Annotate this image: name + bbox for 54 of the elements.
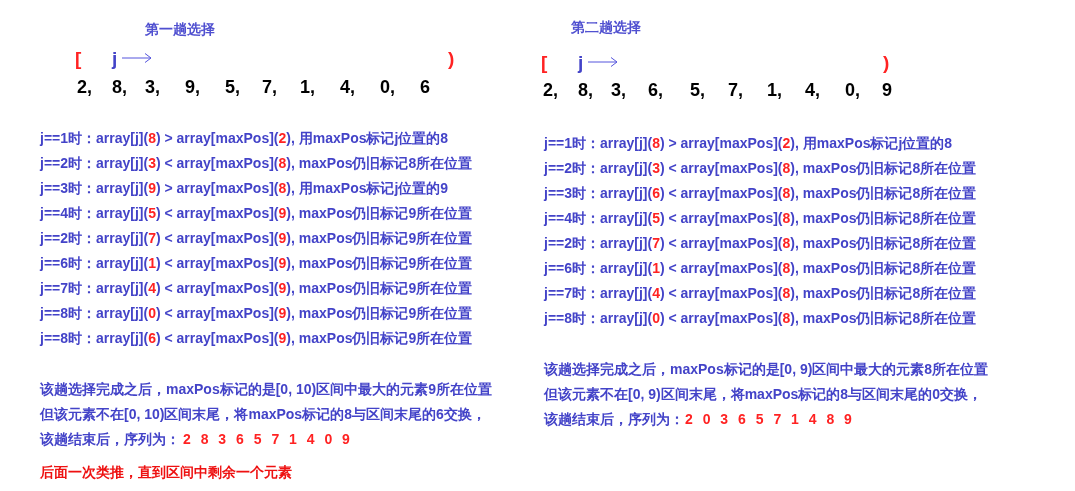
interval-bracket: ) bbox=[448, 46, 455, 70]
array-value: 7, bbox=[728, 79, 743, 101]
comparison-step: j==4时：array[j](5) < array[maxPos](8), maxPos仍旧标记8所在位置 bbox=[544, 209, 977, 227]
index-label: j bbox=[112, 46, 118, 70]
comparison-step: j==8时：array[j](0) < array[maxPos](9), maxPos仍旧标记9所在位置 bbox=[40, 304, 473, 322]
summary-text: 该趟选择完成之后，maxPos标记的是[0, 10)区间中最大的元素9所在位置 bbox=[40, 380, 492, 398]
array-value: 6 bbox=[420, 76, 430, 98]
array-value: 4, bbox=[340, 76, 355, 98]
comparison-step: j==7时：array[j](4) < array[maxPos](8), maxPos仍旧标记8所在位置 bbox=[544, 284, 977, 302]
interval-bracket: [ bbox=[541, 50, 548, 74]
array-value: 6, bbox=[648, 79, 663, 101]
comparison-step: j==2时：array[j](3) < array[maxPos](8), maxPos仍旧标记8所在位置 bbox=[544, 159, 977, 177]
array-value: 9, bbox=[185, 76, 200, 98]
array-value: 1, bbox=[767, 79, 782, 101]
interval-bracket: [ bbox=[75, 46, 82, 70]
comparison-step: j==7时：array[j](4) < array[maxPos](9), maxPos仍旧标记9所在位置 bbox=[40, 279, 473, 297]
comparison-step: j==4时：array[j](5) < array[maxPos](9), maxPos仍旧标记9所在位置 bbox=[40, 204, 473, 222]
array-value: 8, bbox=[578, 79, 593, 101]
array-value: 3, bbox=[611, 79, 626, 101]
array-value: 3, bbox=[145, 76, 160, 98]
comparison-step: j==3时：array[j](6) < array[maxPos](8), maxPos仍旧标记8所在位置 bbox=[544, 184, 977, 202]
pass-title: 第一趟选择 bbox=[145, 20, 215, 38]
comparison-step: j==6时：array[j](1) < array[maxPos](8), maxPos仍旧标记8所在位置 bbox=[544, 259, 977, 277]
array-value: 7, bbox=[262, 76, 277, 98]
summary-text: 但该元素不在[0, 9)区间末尾，将maxPos标记的8与区间末尾的0交换， bbox=[544, 385, 982, 403]
comparison-step: j==2时：array[j](7) < array[maxPos](8), maxPos仍旧标记8所在位置 bbox=[544, 234, 977, 252]
comparison-step: j==6时：array[j](1) < array[maxPos](9), maxPos仍旧标记9所在位置 bbox=[40, 254, 473, 272]
comparison-step: j==1时：array[j](8) > array[maxPos](2), 用maxPos标记j位置的8 bbox=[544, 134, 953, 152]
interval-bracket: ) bbox=[883, 50, 890, 74]
summary-text: 该趟选择完成之后，maxPos标记的是[0, 9)区间中最大的元素8所在位置 bbox=[544, 360, 989, 378]
comparison-step: j==3时：array[j](9) > array[maxPos](8), 用maxPos标记j位置的9 bbox=[40, 179, 449, 197]
comparison-step: j==2时：array[j](3) < array[maxPos](8), maxPos仍旧标记8所在位置 bbox=[40, 154, 473, 172]
index-label: j bbox=[578, 50, 584, 74]
array-value: 0, bbox=[380, 76, 395, 98]
array-value: 2, bbox=[543, 79, 558, 101]
array-value: 5, bbox=[690, 79, 705, 101]
summary-text: 该趟结束后，序列为： bbox=[40, 430, 180, 448]
array-value: 5, bbox=[225, 76, 240, 98]
comparison-step: j==2时：array[j](7) < array[maxPos](9), maxPos仍旧标记9所在位置 bbox=[40, 229, 473, 247]
result-sequence: 2 0 3 6 5 7 1 4 8 9 bbox=[685, 410, 852, 428]
comparison-step: j==8时：array[j](0) < array[maxPos](8), maxPos仍旧标记8所在位置 bbox=[544, 309, 977, 327]
array-value: 2, bbox=[77, 76, 92, 98]
array-value: 9 bbox=[882, 79, 892, 101]
comparison-step: j==1时：array[j](8) > array[maxPos](2), 用maxPos标记j位置的8 bbox=[40, 129, 449, 147]
array-value: 1, bbox=[300, 76, 315, 98]
result-sequence: 2 8 3 6 5 7 1 4 0 9 bbox=[183, 430, 350, 448]
summary-text: 但该元素不在[0, 10)区间末尾，将maxPos标记的8与区间末尾的6交换， bbox=[40, 405, 486, 423]
summary-text: 该趟结束后，序列为： bbox=[544, 410, 684, 428]
array-value: 0, bbox=[845, 79, 860, 101]
array-value: 8, bbox=[112, 76, 127, 98]
pass-title: 第二趟选择 bbox=[571, 18, 641, 36]
note-text: 后面一次类推，直到区间中剩余一个元素 bbox=[40, 463, 292, 481]
comparison-step: j==8时：array[j](6) < array[maxPos](9), maxPos仍旧标记9所在位置 bbox=[40, 329, 473, 347]
array-value: 4, bbox=[805, 79, 820, 101]
